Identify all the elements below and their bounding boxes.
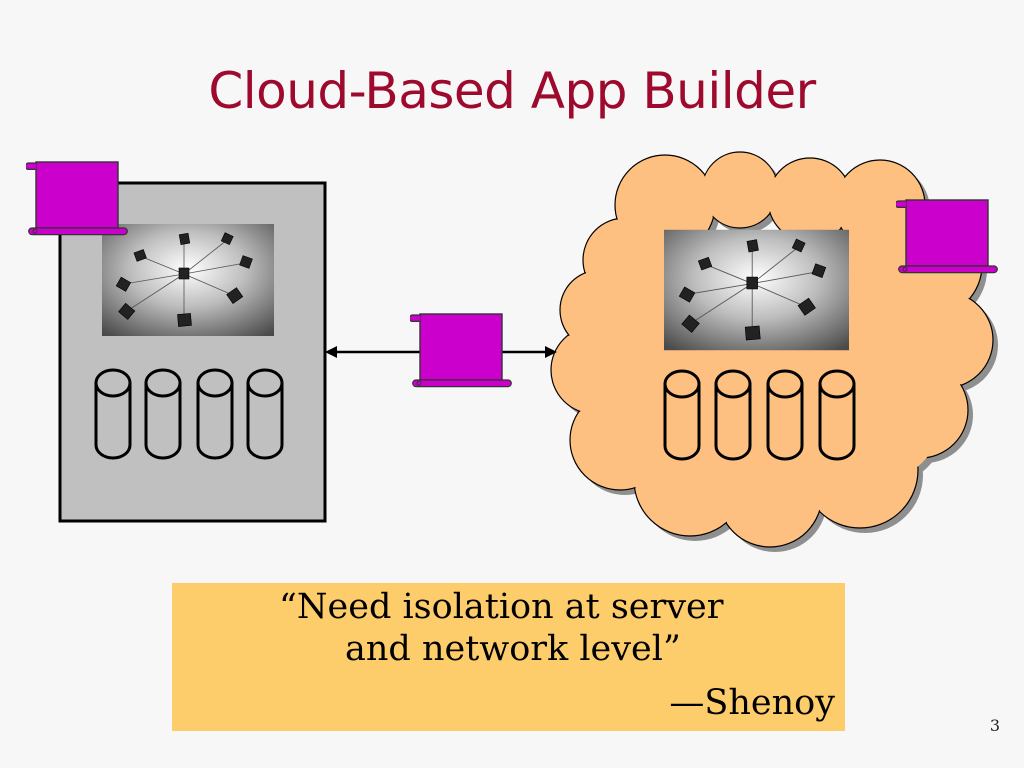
quote-line: “Need isolation at server: [279, 587, 724, 627]
cloud-network-image: [664, 229, 849, 351]
server-scroll-icon: [26, 161, 128, 236]
quote-author: —Shenoy: [669, 683, 835, 723]
quote-box: “Need isolation at server and network le…: [172, 583, 845, 731]
quote-line: and network level”: [345, 629, 681, 669]
server-box: [58, 181, 327, 523]
slide-title: Cloud-Based App Builder: [208, 62, 816, 120]
server-network-image: [102, 224, 274, 336]
cloud-scroll-icon: [896, 199, 998, 274]
transit-scroll-icon: [410, 313, 512, 388]
page-number: 3: [989, 716, 1000, 735]
